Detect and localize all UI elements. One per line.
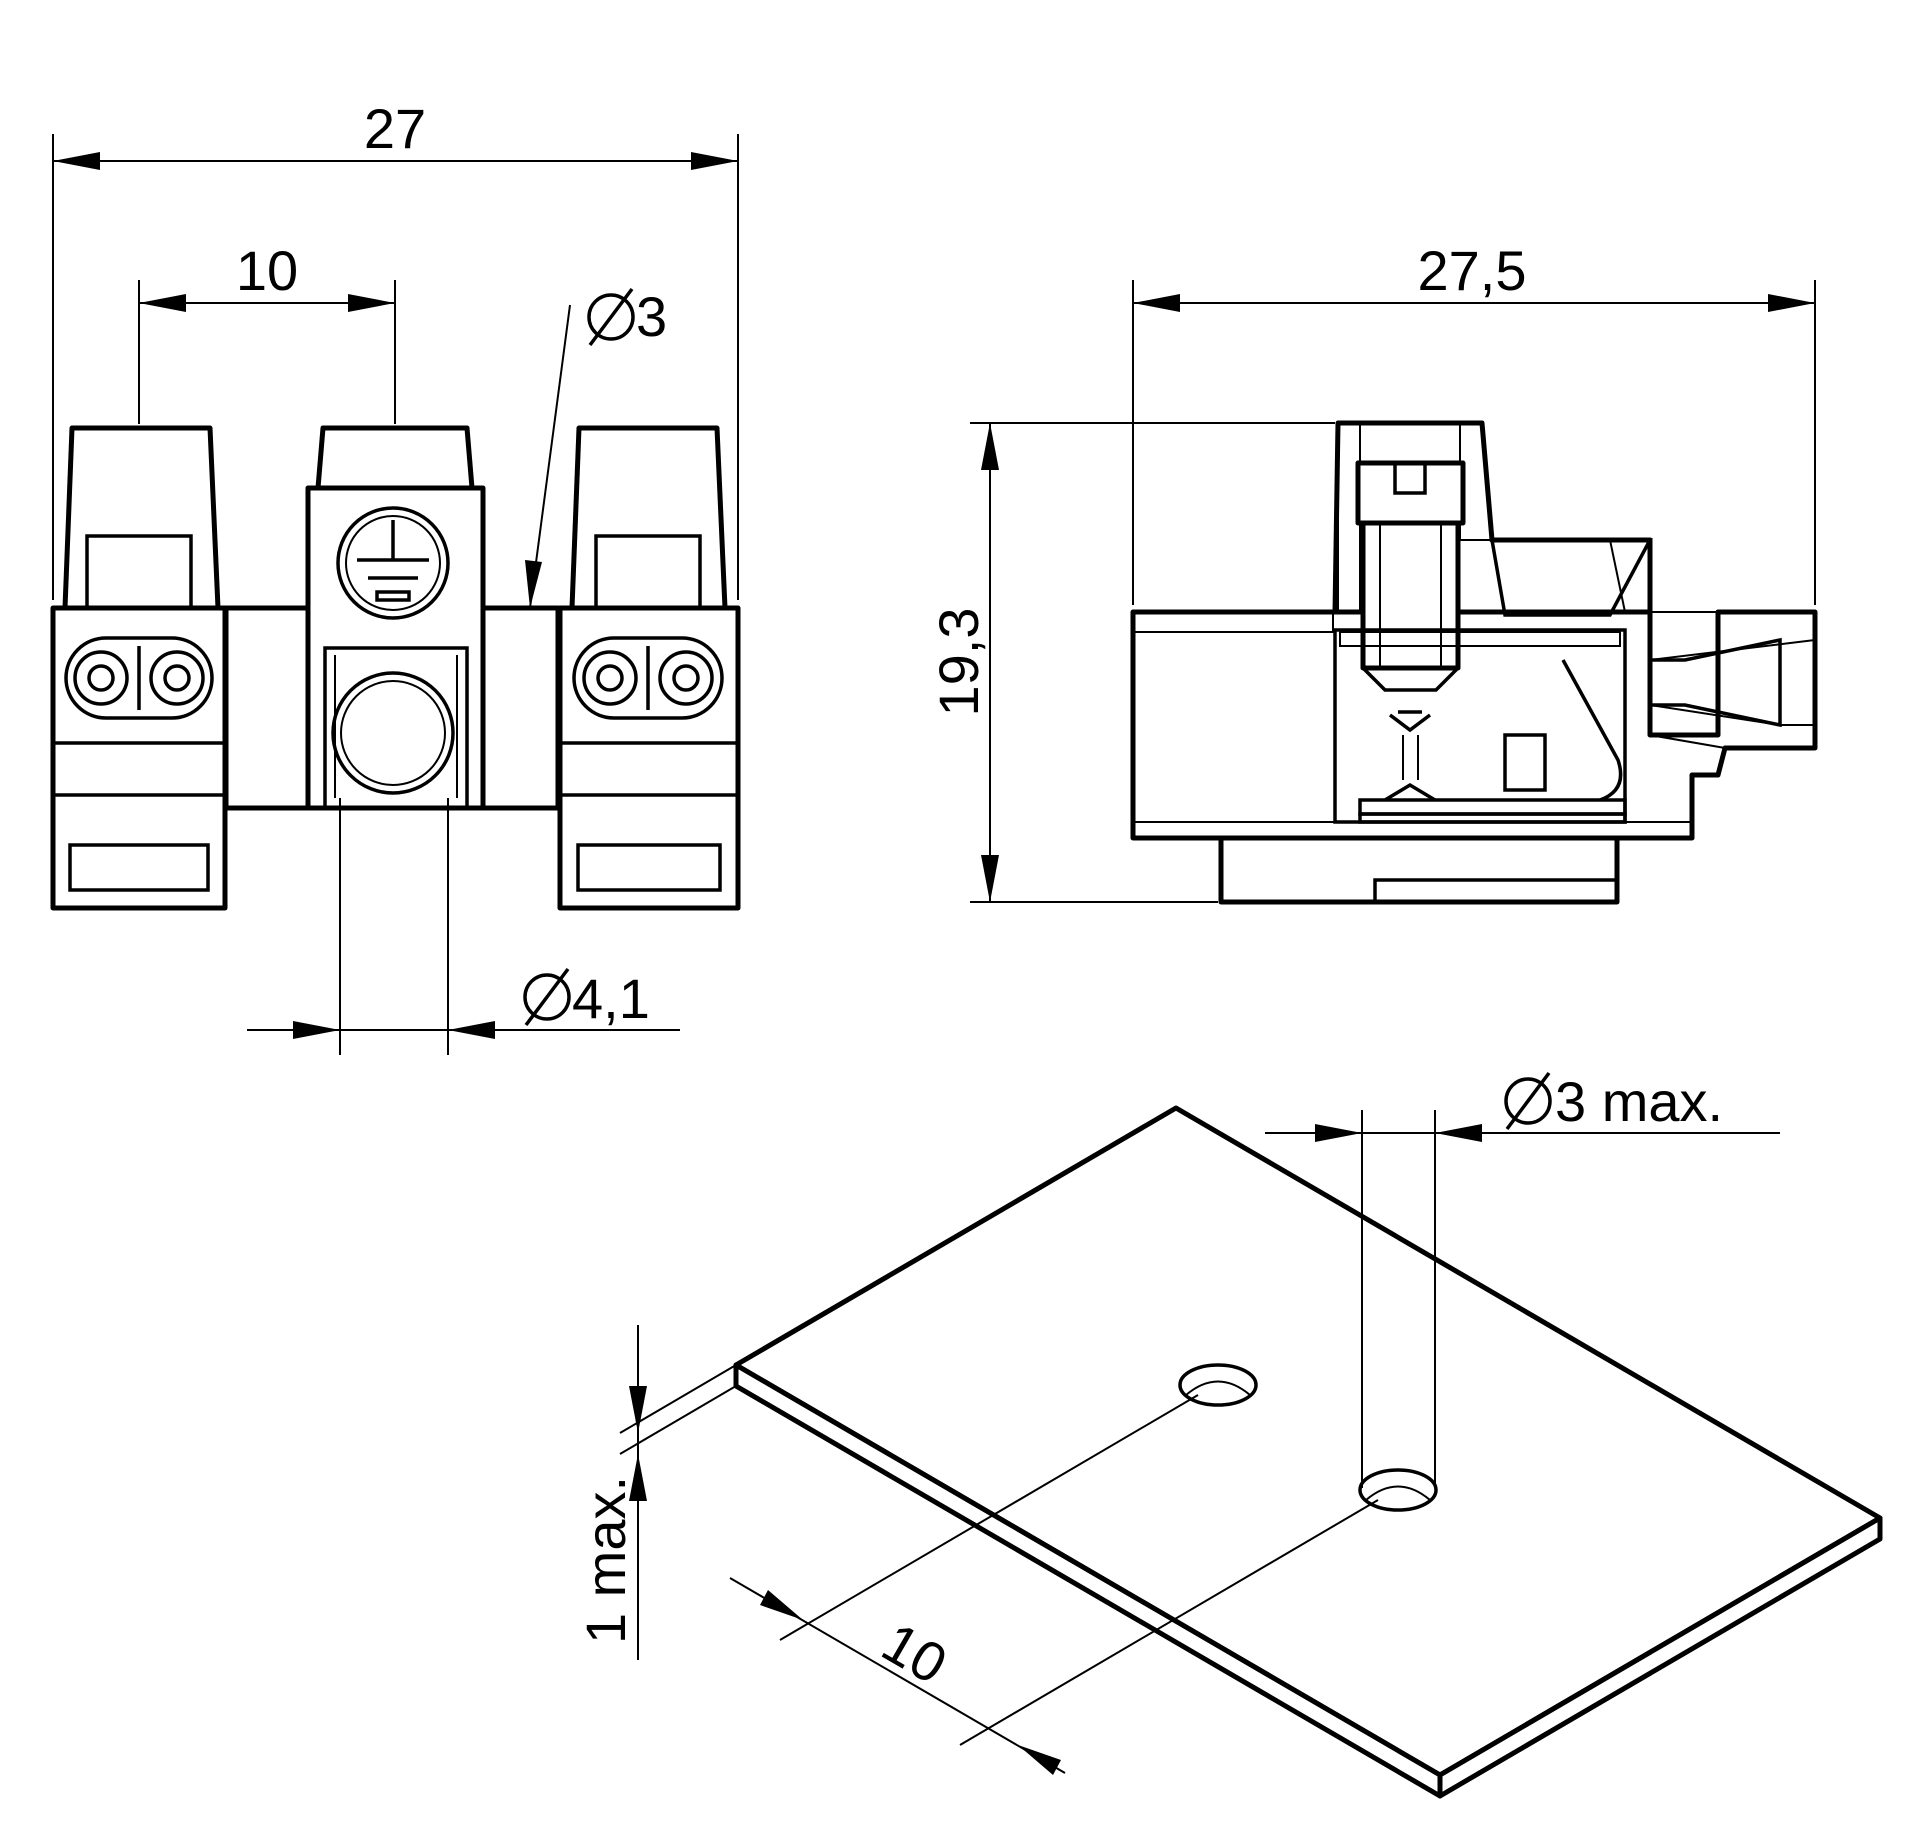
side-screw (1355, 460, 1466, 692)
front-view: 27 10 3 4,1 (50, 97, 741, 1055)
dimension-pitch: 10 (138, 239, 396, 424)
side-base-foot (1218, 835, 1620, 905)
dimension-side-depth-label: 27,5 (1418, 239, 1527, 302)
dimension-screw-label: 4,1 (572, 967, 650, 1030)
dimension-hole: 3 (525, 285, 667, 609)
dimension-pitch-label: 10 (236, 239, 298, 302)
dimension-side-depth: 27,5 (1132, 239, 1816, 605)
dimension-front-width: 27 (52, 97, 739, 600)
dimension-plate-thickness: 1 max. (574, 1325, 737, 1660)
left-terminal-block (50, 425, 228, 911)
plate-hole-left (1178, 1363, 1258, 1407)
side-section-view: 27,5 19,3 (927, 239, 1818, 905)
diameter-icon (587, 293, 635, 341)
plate-hole-right (1358, 1468, 1438, 1512)
diameter-icon (523, 973, 571, 1021)
protective-earth-icon (357, 520, 429, 602)
mounting-plate-view: 3 max. 1 max. 10 (574, 1070, 1883, 1799)
dimension-front-width-label: 27 (364, 97, 426, 160)
earth-terminal-block (305, 425, 486, 811)
dimension-screw: 4,1 (247, 798, 680, 1055)
dimension-plate-thickness-label: 1 max. (574, 1476, 637, 1644)
dimension-side-height-label: 19,3 (927, 608, 990, 717)
dimension-plate-hole-spacing-label: 10 (872, 1610, 957, 1696)
dimension-hole-label: 3 (636, 285, 667, 348)
dimension-side-height: 19,3 (927, 422, 1335, 903)
dimension-plate-hole-label: 3 max. (1555, 1070, 1723, 1133)
right-terminal-block (557, 425, 741, 911)
dimension-plate-hole: 3 max. (1265, 1070, 1780, 1488)
diameter-icon (1504, 1077, 1552, 1125)
